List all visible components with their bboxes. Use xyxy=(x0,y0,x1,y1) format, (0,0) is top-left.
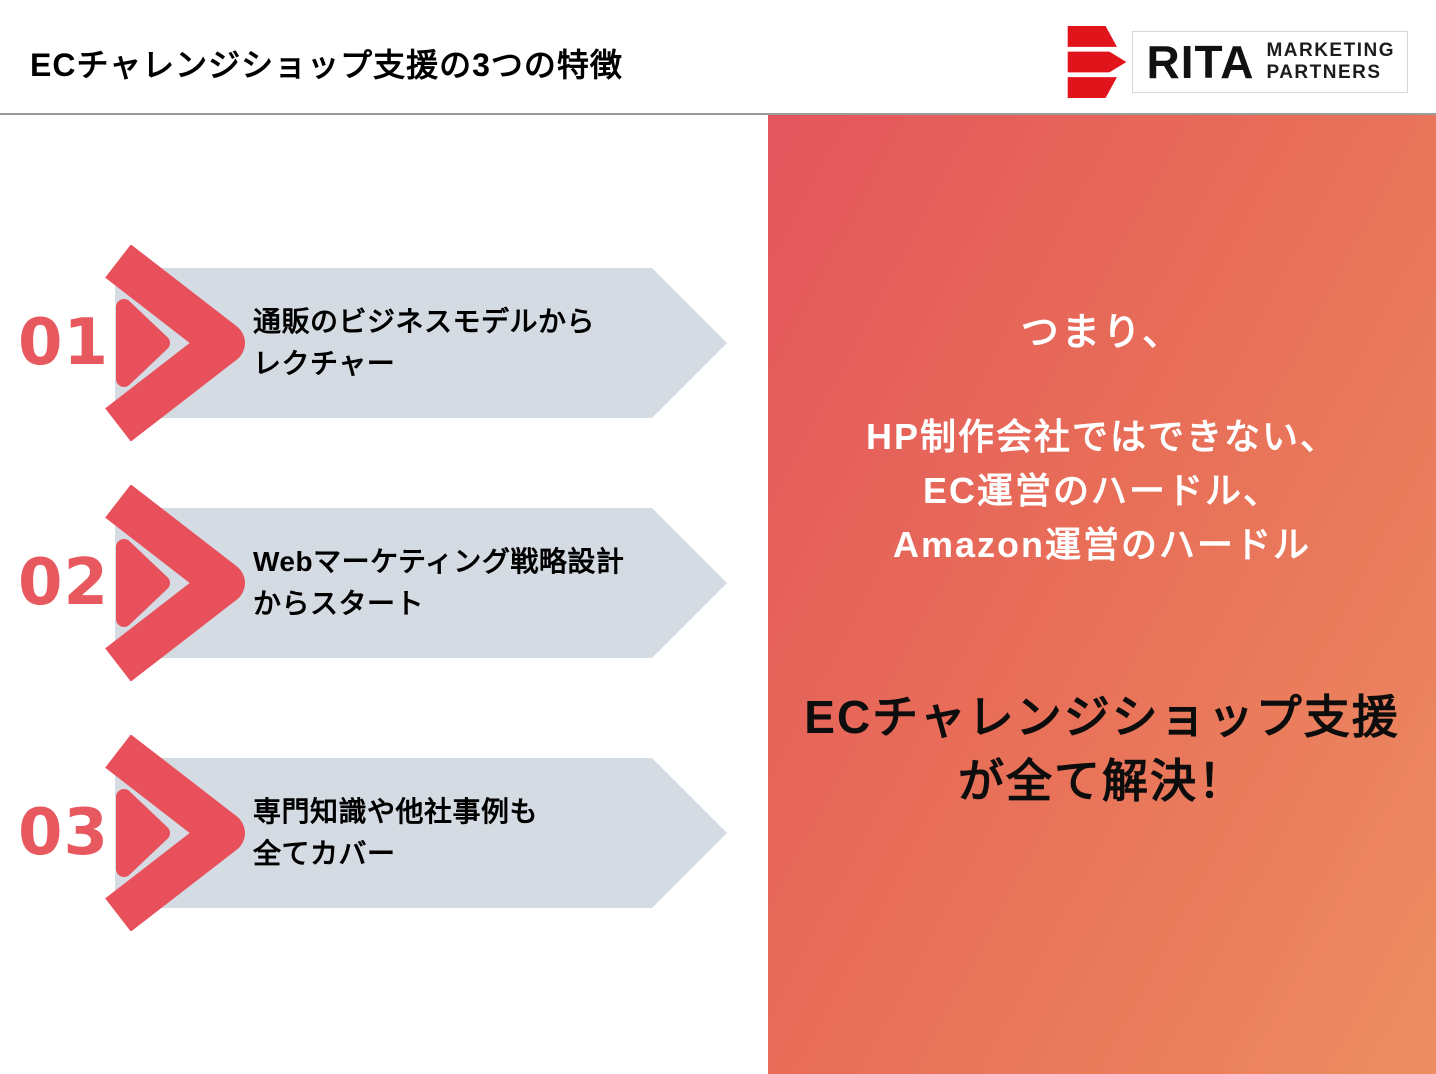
problem-line2: EC運営のハードル、 xyxy=(922,470,1281,511)
summary-solution: ECチャレンジショップ支援 が全て解決！ xyxy=(768,685,1436,813)
feature-text-line1: 専門知識や他社事例も xyxy=(253,796,539,827)
chevron-right-icon xyxy=(105,735,245,931)
feature-item-03: 専門知識や他社事例も 全てカバー 03 xyxy=(0,735,760,931)
header: ECチャレンジショップ支援の3つの特徴 RITA MARKETING PARTN… xyxy=(0,0,1436,115)
feature-text-line2: レクチャー xyxy=(253,348,396,379)
feature-item-01: 通販のビジネスモデルから レクチャー 01 xyxy=(0,245,760,441)
feature-number: 02 xyxy=(18,546,110,620)
feature-text-line1: 通販のビジネスモデルから xyxy=(253,306,596,337)
summary-panel: つまり、 HP制作会社ではできない、 EC運営のハードル、 Amazon運営のハ… xyxy=(768,115,1436,1074)
feature-banner: 専門知識や他社事例も 全てカバー xyxy=(115,758,727,908)
logo-subtitle: MARKETING PARTNERS xyxy=(1266,40,1395,84)
logo-subtitle-line2: PARTNERS xyxy=(1266,62,1382,83)
feature-text-line2: 全てカバー xyxy=(253,838,396,869)
chevron-right-icon xyxy=(105,485,245,681)
feature-number: 03 xyxy=(18,796,110,870)
logo-subtitle-line1: MARKETING xyxy=(1266,40,1395,62)
problem-line1: HP制作会社ではできない、 xyxy=(865,416,1338,457)
chevron-right-icon xyxy=(105,245,245,441)
page-title: ECチャレンジショップ支援の3つの特徴 xyxy=(30,47,623,83)
logo-text-box: RITA MARKETING PARTNERS xyxy=(1131,31,1408,93)
feature-item-02: Webマーケティング戦略設計 からスタート 02 xyxy=(0,485,760,681)
solution-line2: が全て解決！ xyxy=(958,755,1246,807)
feature-number: 01 xyxy=(18,306,110,380)
summary-problems: HP制作会社ではできない、 EC運営のハードル、 Amazon運営のハードル xyxy=(768,410,1436,572)
summary-intro: つまり、 xyxy=(1020,312,1184,354)
company-logo: RITA MARKETING PARTNERS xyxy=(1066,26,1408,98)
logo-brand-text: RITA xyxy=(1146,36,1255,88)
solution-line1: ECチャレンジショップ支援 xyxy=(804,691,1400,743)
feature-text-line2: からスタート xyxy=(253,588,425,619)
rita-logo-icon xyxy=(1067,26,1126,98)
problem-line3: Amazon運営のハードル xyxy=(892,524,1311,565)
features-list: 通販のビジネスモデルから レクチャー 01 Webマーケティング戦略設計 からス… xyxy=(0,115,768,1074)
feature-banner: Webマーケティング戦略設計 からスタート xyxy=(115,508,727,658)
feature-text-line1: Webマーケティング戦略設計 xyxy=(253,546,625,577)
